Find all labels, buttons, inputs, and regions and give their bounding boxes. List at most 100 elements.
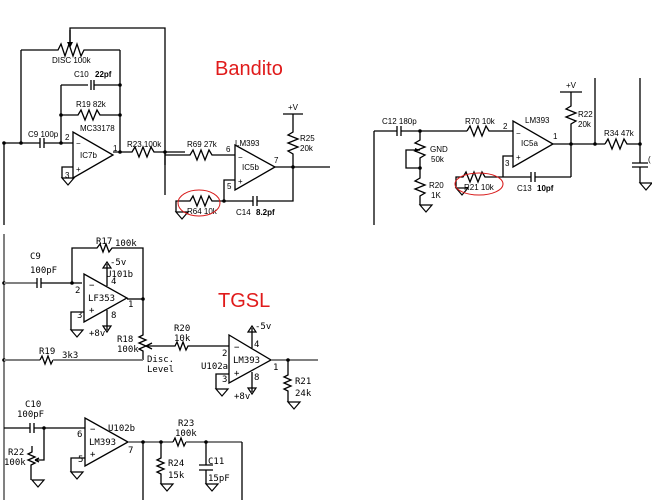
pos-supply-icon	[246, 387, 258, 396]
pot-wiper-wire	[405, 149, 420, 169]
ic5b-pin: 7	[274, 156, 279, 165]
r22-value: 100k	[4, 458, 26, 468]
pot-name: GND	[430, 145, 448, 154]
ic7b-opamp	[72, 130, 115, 180]
minus-sign: −	[516, 129, 521, 138]
u101-pin: 1	[128, 300, 133, 310]
u102b-pin: 6	[77, 430, 82, 440]
r21-value: 24k	[295, 389, 312, 399]
ground-icon	[70, 329, 84, 338]
junction-dot	[118, 113, 122, 117]
junction-dot	[59, 141, 63, 145]
r64-resistor	[175, 194, 224, 212]
u102a-pin: 8	[254, 373, 259, 383]
disc-pot-resistor	[21, 41, 120, 59]
minus-sign: −	[90, 425, 96, 435]
c14-value: 8.2pf	[256, 208, 275, 217]
c11-name: C11	[208, 457, 224, 467]
minus-sign: −	[238, 153, 243, 162]
ic7-part: MC33178	[80, 124, 115, 133]
tgsl-title: TGSL	[218, 290, 270, 312]
plus-sign: +	[516, 153, 521, 162]
minus-sign: −	[89, 281, 95, 291]
ic5b-pin: 6	[226, 145, 231, 154]
r21-name: R21	[295, 377, 311, 387]
r19-value: 3k3	[62, 351, 78, 361]
r19-name: R19	[39, 347, 55, 357]
bandito-title: Bandito	[215, 58, 283, 80]
r23-name: R23	[178, 419, 194, 429]
ground-icon	[419, 204, 433, 213]
r69-label: R69 27k	[187, 140, 218, 149]
u102a-opamp	[228, 333, 273, 385]
disc-level-label-1: Disc.	[147, 355, 174, 365]
u101-pos-supply: +8v	[89, 329, 105, 339]
r20-value: 1K	[431, 191, 441, 200]
supply-label: +V	[566, 81, 577, 90]
u102a-ref: U102a	[201, 362, 228, 372]
r17-name: R17	[96, 237, 112, 247]
r34-resistor	[604, 137, 640, 151]
ic5a-opamp	[512, 119, 555, 169]
u101-ref: U101b	[106, 270, 133, 280]
bandito-right-circuit: C12 180p GND 50k R20 1K R70 10k − + LM39…	[373, 78, 652, 225]
u101-pin: 3	[77, 311, 82, 321]
ic5a-pin: 1	[553, 132, 558, 141]
ground-icon	[287, 401, 301, 410]
r17-resistor	[71, 242, 144, 299]
u101b-opamp	[83, 272, 129, 324]
r25-value: 20k	[300, 144, 314, 153]
bandito-left-circuit: DISC 100k C10 22pf R19 82k C9 100p − + M…	[2, 27, 330, 225]
r24-value: 15k	[168, 471, 185, 481]
u102a-pin: 1	[273, 363, 278, 373]
u101-neg-supply: -5v	[110, 258, 126, 268]
r22-value: 20k	[578, 120, 592, 129]
plus-sign: +	[234, 369, 240, 379]
ic5a-ref: IC5a	[521, 139, 538, 148]
c10-capacitor	[4, 423, 85, 433]
r19-resistor	[61, 108, 120, 122]
u102b-pin: 5	[78, 455, 83, 465]
wiper-arrow-icon	[67, 42, 73, 48]
c9-capacitor	[36, 278, 82, 288]
highlight-circle	[177, 189, 221, 217]
c9-name: C9	[30, 252, 41, 262]
ic5b-opamp	[234, 143, 277, 192]
c11-capacitor	[199, 442, 213, 484]
ic5a-pin: 3	[505, 159, 510, 168]
r19-label: R19 82k	[76, 100, 107, 109]
r24-resistor	[155, 442, 166, 484]
r18-name: R18	[117, 335, 133, 345]
c14-name: C14	[236, 208, 251, 217]
u102a-part: LM393	[233, 356, 260, 366]
wiper-arrow-icon	[415, 148, 420, 152]
c9-value: 100pF	[30, 266, 57, 276]
minus-sign: −	[76, 139, 81, 148]
pot-50k	[413, 131, 427, 168]
u101-pin: 8	[111, 311, 116, 321]
r17-value: 100k	[115, 239, 137, 249]
r20-resistor	[413, 168, 427, 205]
c14-capacitor	[224, 196, 262, 206]
disc-level-label-2: Level	[147, 365, 174, 375]
ic7-ref: IC7b	[80, 151, 97, 160]
ic7-pin: 1	[113, 144, 118, 153]
ground-icon	[31, 479, 45, 488]
wire	[61, 166, 73, 178]
ground-icon	[160, 483, 174, 492]
r20-name: R20	[429, 181, 444, 190]
r19-resistor	[39, 354, 54, 366]
neg-supply-icon	[101, 260, 113, 269]
r20-name: R20	[174, 324, 190, 334]
r64-label: R64 10k	[187, 207, 218, 216]
r22-resistor	[560, 91, 582, 177]
c9-capacitor	[4, 138, 73, 148]
u101-part: LF353	[88, 294, 115, 304]
u102a-pin: 4	[254, 340, 259, 350]
ic5a-pin: 2	[503, 122, 508, 131]
c11-value: 15pF	[208, 474, 230, 484]
disc-pot-label: DISC 100k	[52, 56, 92, 65]
r18-pot	[137, 299, 148, 360]
u101-pin: 4	[111, 277, 116, 287]
ground-icon	[70, 471, 84, 480]
